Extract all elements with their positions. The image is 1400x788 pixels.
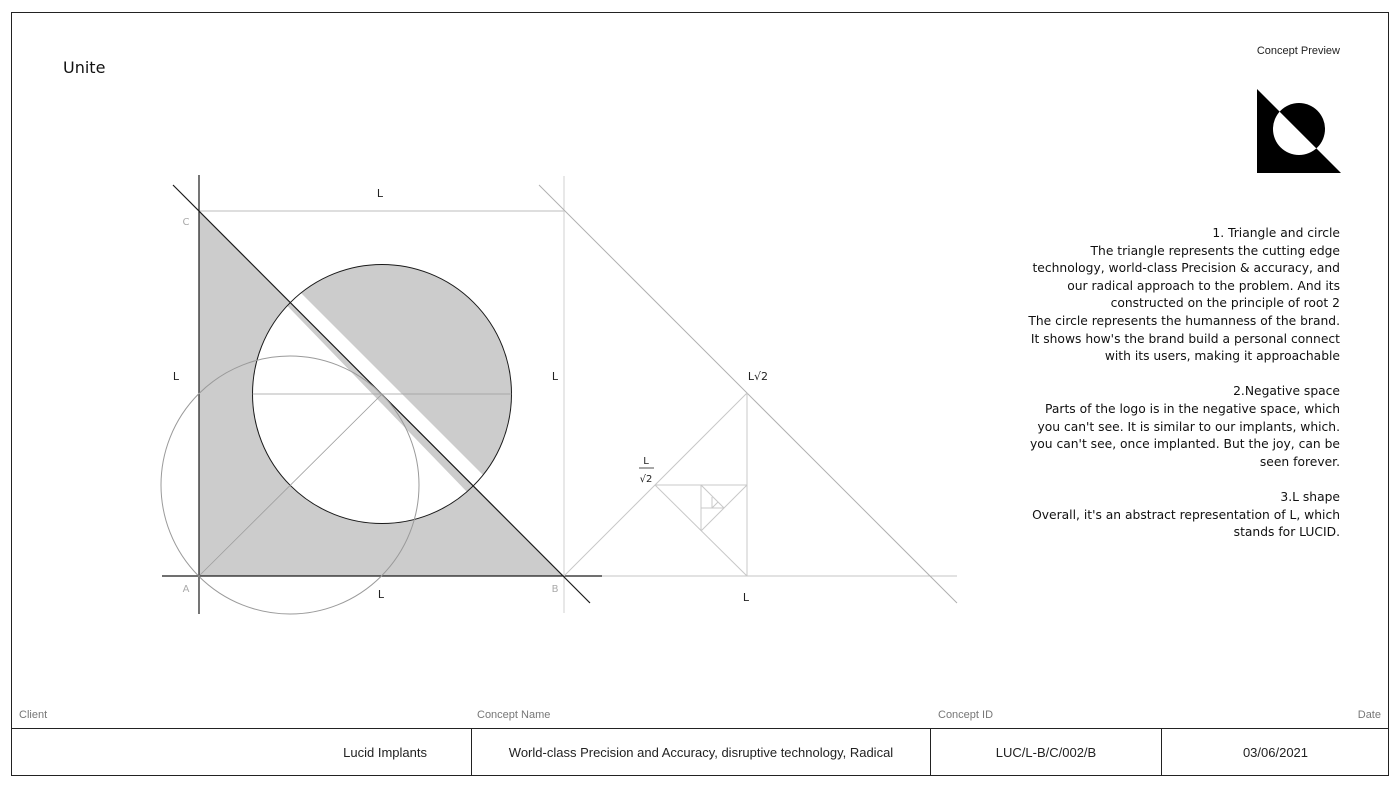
note-line: you can't see, once implanted. But the j…	[1029, 437, 1340, 452]
concept-name-label: Concept Name	[477, 709, 551, 721]
brand-title: Unite	[63, 58, 106, 77]
note-l-shape: 3.L shape Overall, it's an abstract repr…	[1020, 489, 1340, 542]
concept-id-value: LUC/L-B/C/002/B	[995, 745, 1097, 760]
label-fraction-numerator: L	[643, 456, 649, 467]
note-heading: 3.L shape	[1280, 489, 1340, 504]
date-value: 03/06/2021	[1242, 745, 1309, 760]
spiral-diagonal-4	[700, 484, 725, 509]
construction-diagram: L L L L A B C O L√2 L √2 L	[160, 175, 958, 615]
concept-notes: 1. Triangle and circle The triangle repr…	[1020, 225, 1340, 559]
note-line: The circle represents the humanness of t…	[1028, 313, 1340, 328]
concept-name-cell: World-class Precision and Accuracy, disr…	[471, 729, 930, 776]
label-center: O	[378, 382, 386, 393]
lucid-l-circle-logo-icon	[1257, 89, 1341, 173]
concept-id-label: Concept ID	[938, 709, 994, 721]
note-line: you can't see. It is similar to our impl…	[1037, 419, 1340, 434]
note-heading: 2.Negative space	[1233, 384, 1340, 399]
client-cell: Lucid Implants	[11, 729, 471, 776]
label-corner-a: A	[183, 584, 190, 595]
client-label: Client	[19, 709, 48, 721]
note-line: technology, world-class Precision & accu…	[1032, 261, 1340, 276]
label-fraction-denominator: √2	[640, 474, 653, 485]
concept-id-cell: LUC/L-B/C/002/B	[930, 729, 1161, 776]
note-negative-space: 2.Negative space Parts of the logo is in…	[1020, 383, 1340, 471]
note-line: our radical approach to the problem. And…	[1067, 278, 1340, 293]
note-line: constructed on the principle of root 2	[1110, 296, 1340, 311]
label-hypotenuse: L√2	[748, 370, 768, 383]
label-bottom-side: L	[378, 588, 385, 601]
note-heading: 1. Triangle and circle	[1212, 226, 1340, 240]
concept-preview-label: Concept Preview	[1256, 45, 1340, 57]
label-spiral-bottom: L	[743, 591, 750, 604]
footer-table: Lucid Implants World-class Precision and…	[11, 728, 1389, 776]
note-line: seen forever.	[1259, 454, 1340, 469]
secondary-circle	[160, 355, 420, 615]
long-diagonal	[538, 184, 958, 604]
client-value: Lucid Implants	[343, 745, 427, 760]
spiral-diagonal-5	[711, 501, 719, 509]
concept-name-value: World-class Precision and Accuracy, disr…	[508, 745, 894, 760]
note-line: Parts of the logo is in the negative spa…	[1045, 401, 1340, 416]
date-label: Date	[1357, 709, 1381, 721]
label-corner-b: B	[552, 584, 559, 595]
note-line: Overall, it's an abstract representation…	[1032, 507, 1340, 522]
note-triangle-circle: 1. Triangle and circle The triangle repr…	[1020, 225, 1340, 366]
date-cell: 03/06/2021	[1161, 729, 1389, 776]
note-line: stands for LUCID.	[1233, 525, 1340, 540]
note-line: It shows how's the brand build a persona…	[1030, 331, 1340, 346]
label-right-side: L	[552, 370, 559, 383]
label-top-side: L	[377, 187, 384, 200]
note-line: The triangle represents the cutting edge	[1090, 243, 1340, 258]
label-corner-c: C	[183, 217, 190, 228]
note-line: with its users, making it approachable	[1104, 349, 1340, 364]
label-left-side: L	[173, 370, 180, 383]
diagonal-a-o	[198, 393, 383, 577]
